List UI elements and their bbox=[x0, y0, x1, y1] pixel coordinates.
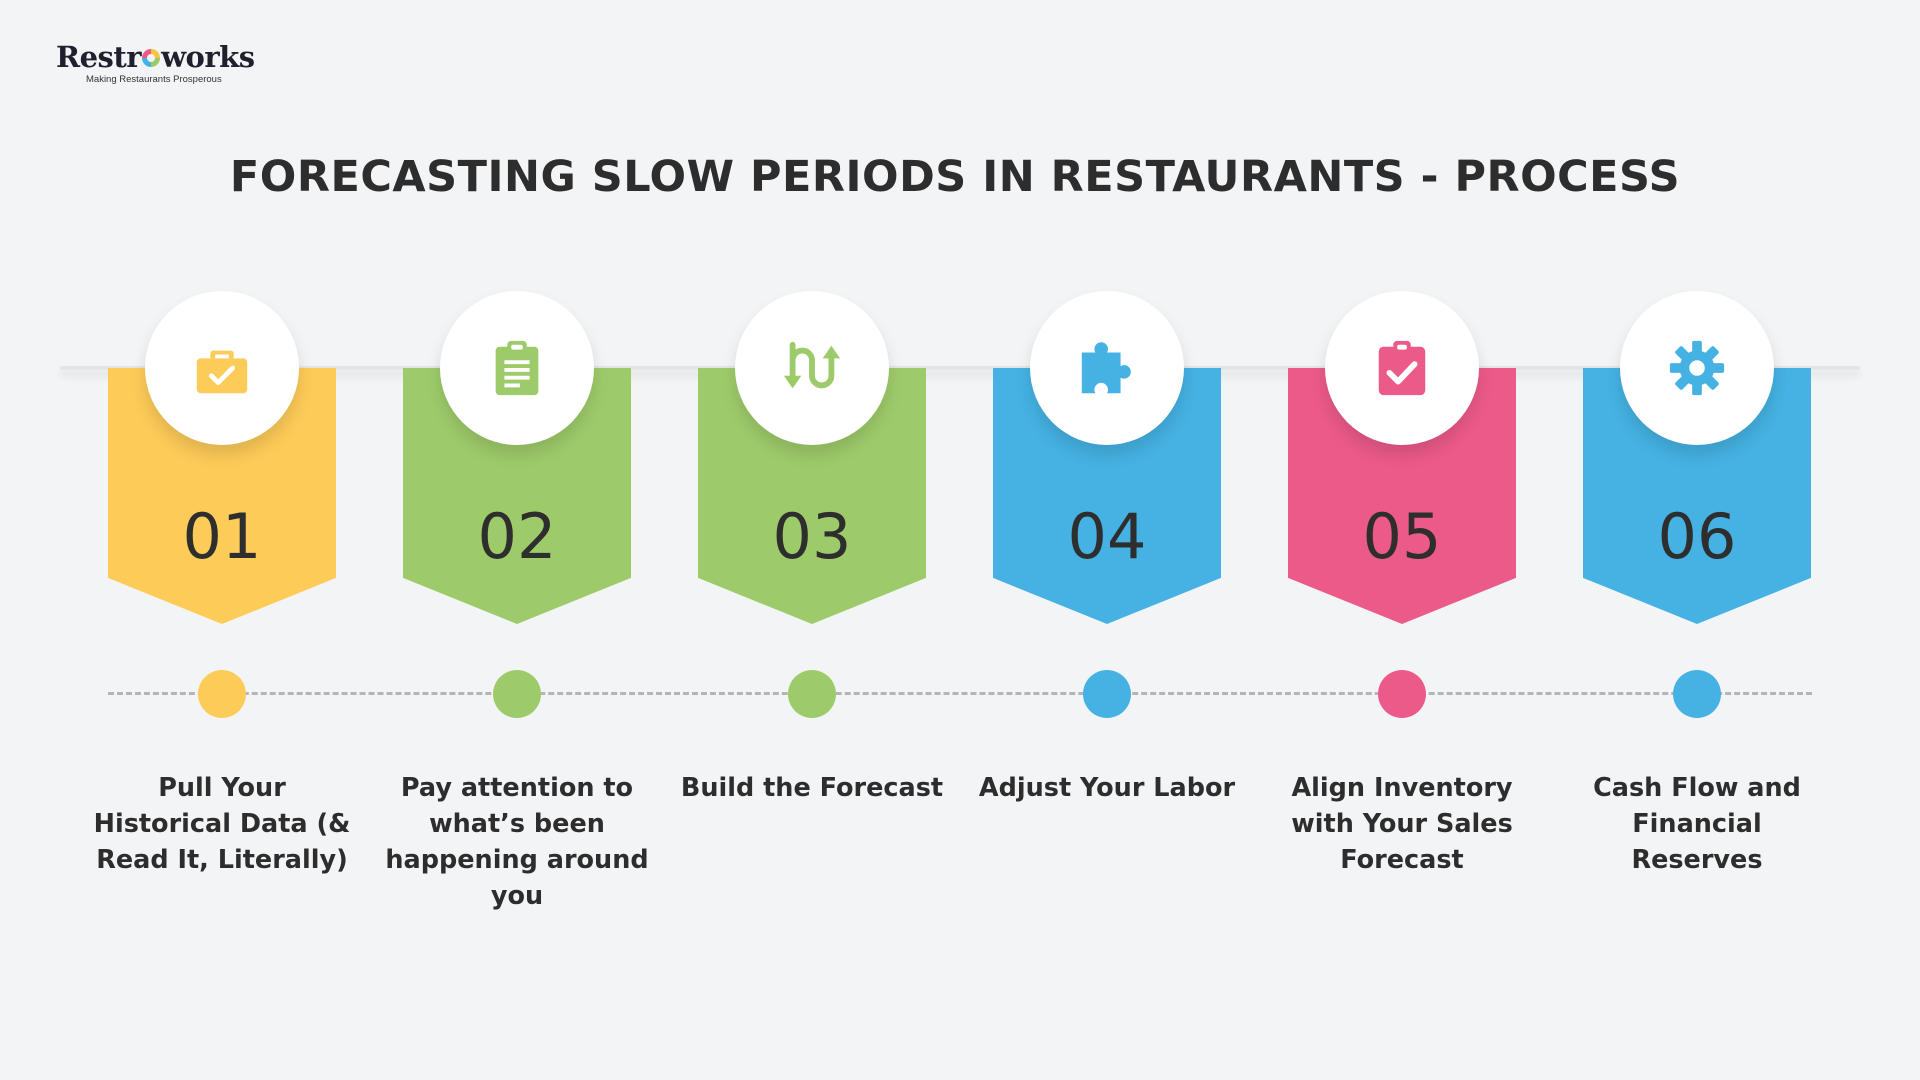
shelf-line bbox=[60, 366, 1860, 370]
puzzle-piece-icon bbox=[1081, 342, 1131, 394]
step-number: 01 bbox=[182, 500, 262, 573]
step-icon-circle bbox=[735, 291, 889, 445]
flow-arrows-icon bbox=[783, 341, 841, 389]
process-step-6: 06 Cash Flow and Financial Reserves bbox=[1583, 0, 1811, 1080]
timeline-dot bbox=[1378, 670, 1426, 718]
timeline-dot bbox=[1673, 670, 1721, 718]
step-icon-circle bbox=[440, 291, 594, 445]
process-step-2: 02 Pay attention to what’s been happenin… bbox=[385, 0, 649, 1080]
logo-word-before: Restr bbox=[56, 40, 142, 74]
step-label: Cash Flow and Financial Reserves bbox=[1593, 773, 1801, 875]
logo-tagline: Making Restaurants Prosperous bbox=[86, 74, 222, 85]
timeline-dot bbox=[1083, 670, 1131, 718]
step-icon-circle bbox=[1030, 291, 1184, 445]
step-label: Align Inventory with Your Sales Forecast bbox=[1291, 773, 1513, 875]
step-label: Adjust Your Labor bbox=[978, 773, 1236, 803]
timeline-dashed-line bbox=[108, 692, 1812, 695]
process-step-4: 04 Adjust Your Labor bbox=[979, 0, 1235, 1080]
process-step-5: 05 Align Inventory with Your Sales Forec… bbox=[1288, 0, 1516, 1080]
page-title: FORECASTING SLOW PERIODS IN RESTAURANTS … bbox=[229, 152, 1681, 202]
process-step-3: 03 Build the Forecast bbox=[681, 0, 943, 1080]
clipboard-check-icon bbox=[1378, 340, 1426, 396]
logo-word-after: works bbox=[161, 40, 255, 74]
timeline-dot bbox=[198, 670, 246, 718]
step-icon-circle bbox=[145, 291, 299, 445]
step-label: Build the Forecast bbox=[680, 773, 944, 803]
step-label: Pay attention to what’s been happening a… bbox=[385, 773, 649, 911]
timeline-dot bbox=[493, 670, 541, 718]
timeline-dot bbox=[788, 670, 836, 718]
step-number: 03 bbox=[772, 500, 852, 573]
step-icon-circle bbox=[1620, 291, 1774, 445]
gear-icon bbox=[1669, 340, 1725, 396]
process-step-1: 01 Pull Your Historical Data (& Read It,… bbox=[94, 0, 350, 1080]
step-number: 02 bbox=[477, 500, 557, 573]
step-label: Pull Your Historical Data (& Read It, Li… bbox=[93, 773, 351, 875]
step-number: 05 bbox=[1362, 500, 1442, 573]
step-number: 06 bbox=[1657, 500, 1737, 573]
logo-wordmark: Restr works bbox=[56, 40, 266, 74]
briefcase-check-icon bbox=[196, 350, 248, 394]
restroworks-logo: Restr works Making Restaurants Prosperous bbox=[56, 40, 266, 85]
clipboard-list-icon bbox=[495, 340, 539, 396]
step-icon-circle bbox=[1325, 291, 1479, 445]
logo-ring-icon bbox=[142, 49, 161, 67]
step-number: 04 bbox=[1067, 500, 1147, 573]
